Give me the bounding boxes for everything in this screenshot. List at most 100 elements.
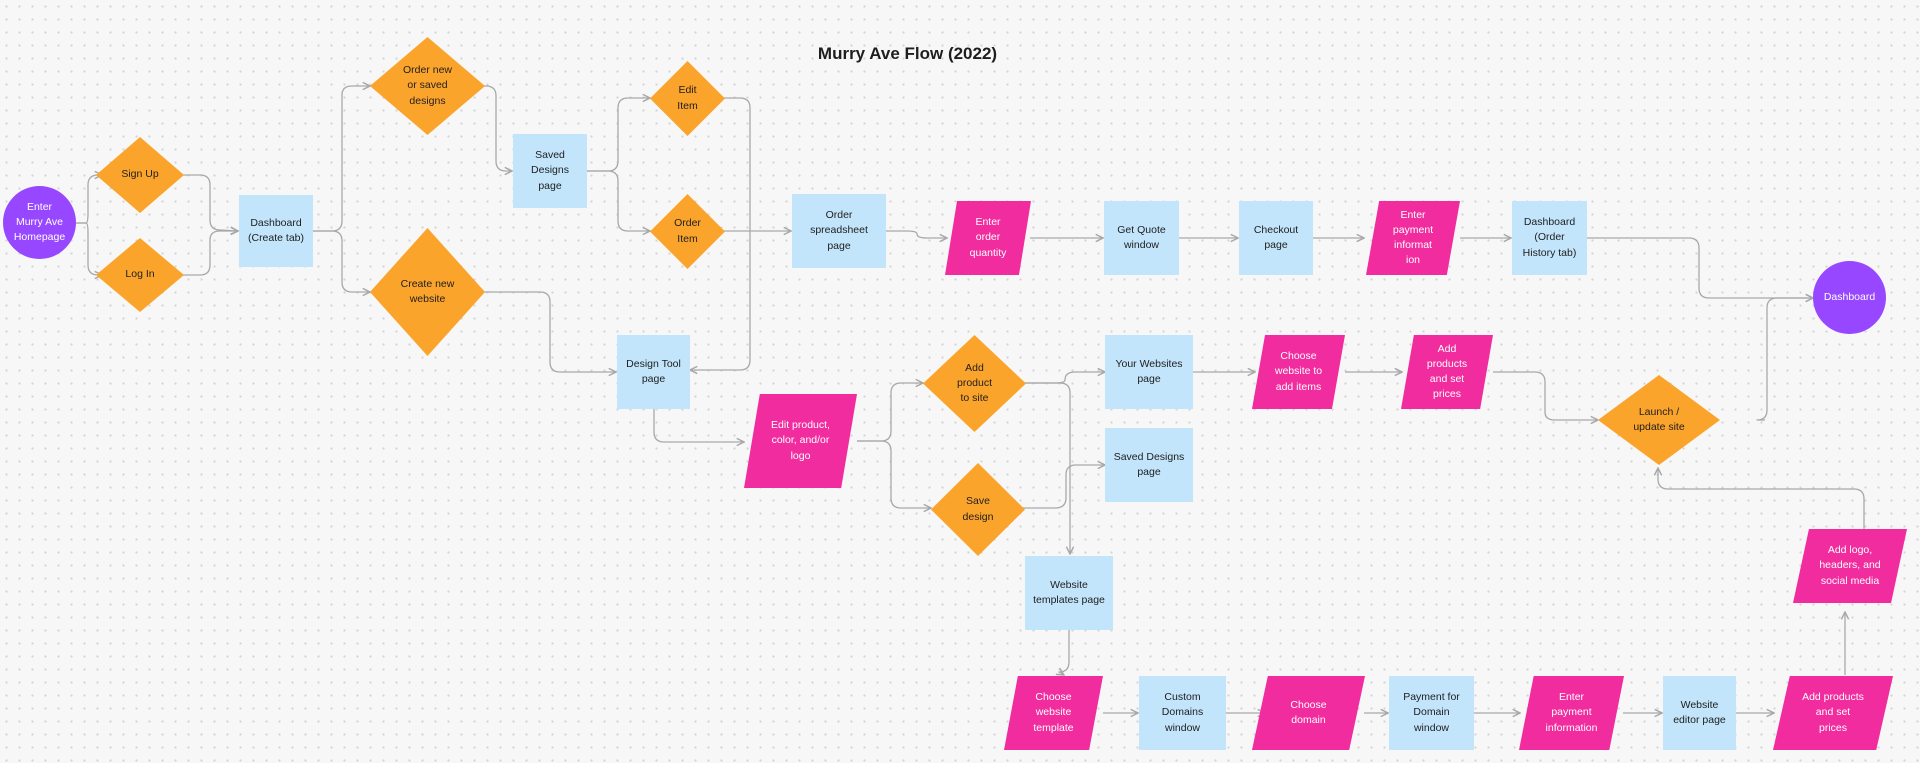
node-label: Save design	[962, 495, 994, 523]
node-label: Create new website	[400, 277, 455, 305]
node-label: Choose domain	[1290, 698, 1327, 726]
process-box-shape	[1105, 428, 1193, 502]
process-box-shape	[1025, 556, 1113, 630]
terminal-circle-shape	[3, 186, 76, 259]
input-parallelogram-shape	[1252, 335, 1345, 409]
node-label: Launch / update site	[1633, 405, 1685, 433]
edge	[857, 383, 923, 442]
save-design-decision: Save design	[931, 463, 1025, 556]
saved-designs-page-box-2: Saved Designs page	[1105, 428, 1193, 502]
node-label: Dashboard	[1823, 290, 1876, 303]
edge	[76, 175, 102, 224]
input-parallelogram-shape	[945, 201, 1031, 275]
add-product-to-site-decision: Add product to site	[923, 335, 1026, 432]
add-products-set-prices-top-input: Add products and set prices	[1401, 335, 1493, 409]
edge	[76, 222, 102, 275]
edge	[586, 170, 650, 231]
enter-homepage-terminal: Enter Murry Ave Homepage	[3, 186, 76, 259]
node-label: Website editor page	[1673, 698, 1726, 726]
node-label: Saved Designs page	[531, 149, 569, 192]
node-label: Design Tool page	[626, 357, 681, 385]
input-parallelogram-shape	[1252, 676, 1365, 750]
node-label: Dashboard (Create tab)	[247, 216, 305, 244]
launch-update-site-decision: Launch / update site	[1598, 375, 1720, 465]
enter-payment-bottom-input: Enter payment information	[1519, 676, 1624, 750]
checkout-page-box: Checkout page	[1239, 201, 1313, 275]
node-label: Add products and set prices	[1802, 691, 1864, 734]
dashboard-order-history-box: Dashboard (Order History tab)	[1512, 201, 1587, 275]
node-label: Order new or saved designs	[402, 64, 453, 107]
process-box-shape	[1104, 201, 1179, 275]
node-label: Custom Domains window	[1161, 691, 1204, 734]
input-parallelogram-shape	[744, 394, 857, 488]
website-editor-page-box: Website editor page	[1663, 676, 1736, 750]
node-label: Saved Designs page	[1113, 450, 1185, 478]
edge	[1756, 298, 1813, 421]
your-websites-page-box: Your Websites page	[1105, 335, 1193, 409]
terminal-circle-shape	[1813, 261, 1886, 334]
choose-domain-input: Choose domain	[1252, 676, 1365, 750]
node-label: Enter payment information	[1545, 691, 1598, 734]
edge	[1059, 630, 1070, 675]
edge	[313, 230, 370, 292]
custom-domains-window-box: Custom Domains window	[1139, 676, 1226, 750]
edge	[690, 97, 751, 370]
payment-for-domain-window-box: Payment for Domain window	[1389, 676, 1474, 750]
edge	[857, 440, 931, 508]
edge	[484, 291, 616, 372]
process-box-shape	[1139, 676, 1226, 750]
process-box-shape	[1239, 201, 1313, 275]
node-label: Log In	[125, 268, 155, 281]
edge	[1013, 465, 1105, 509]
node-label: Add logo, headers, and social media	[1819, 544, 1881, 587]
order-new-saved-decision: Order new or saved designs	[370, 37, 485, 135]
get-quote-window-box: Get Quote window	[1104, 201, 1179, 275]
choose-website-add-items-input: Choose website to add items	[1252, 335, 1345, 409]
edge	[653, 407, 744, 442]
order-item-decision: Order Item	[650, 194, 725, 269]
node-label: Dashboard (Order History tab)	[1522, 216, 1577, 259]
input-parallelogram-shape	[1366, 201, 1460, 275]
process-box-shape	[513, 134, 587, 208]
node-label: Add products and set prices	[1426, 342, 1468, 401]
sign-up-decision: Sign Up	[96, 137, 184, 213]
edge	[313, 86, 370, 232]
node-label: Your Websites page	[1115, 357, 1183, 385]
node-label: Order Item	[674, 217, 701, 245]
edit-product-color-logo-input: Edit product, color, and/or logo	[744, 394, 857, 488]
node-label: Choose website template	[1033, 691, 1074, 734]
add-products-set-prices-bottom-input: Add products and set prices	[1773, 676, 1893, 750]
diagram-title: Murry Ave Flow (2022)	[817, 44, 998, 63]
node-label: Get Quote window	[1117, 223, 1166, 251]
process-box-shape	[1389, 676, 1474, 750]
edge	[1586, 237, 1813, 298]
edge	[1493, 371, 1598, 420]
node-label: Enter order quantity	[969, 216, 1007, 259]
enter-payment-top-input: Enter payment informat ion	[1366, 201, 1460, 275]
process-box-shape	[1663, 676, 1736, 750]
node-label: Edit Item	[677, 84, 698, 112]
input-parallelogram-shape	[1773, 676, 1893, 750]
website-templates-page-box: Website templates page	[1025, 556, 1113, 630]
order-spreadsheet-page-box: Order spreadsheet page	[792, 194, 886, 268]
node-label: Edit product, color, and/or logo	[771, 419, 830, 462]
node-label: Website templates page	[1033, 578, 1105, 606]
edge	[182, 231, 238, 276]
node-label: Order spreadsheet page	[810, 209, 868, 252]
dashboard-create-tab-box: Dashboard (Create tab)	[239, 195, 313, 267]
node-label: Enter payment informat ion	[1392, 208, 1434, 267]
node-label: Checkout page	[1253, 223, 1299, 251]
input-parallelogram-shape	[1004, 676, 1103, 750]
edit-item-decision: Edit Item	[650, 61, 725, 136]
edge	[483, 85, 512, 171]
edge	[1025, 382, 1070, 554]
node-label: Enter Murry Ave Homepage	[13, 200, 66, 244]
node-label: Payment for Domain window	[1403, 691, 1460, 734]
input-parallelogram-shape	[1401, 335, 1493, 409]
choose-website-template-input: Choose website template	[1004, 676, 1103, 750]
edge	[1025, 372, 1105, 384]
process-box-shape	[239, 195, 313, 267]
node-label: Sign Up	[121, 168, 159, 181]
log-in-decision: Log In	[96, 238, 184, 312]
input-parallelogram-shape	[1793, 529, 1907, 603]
